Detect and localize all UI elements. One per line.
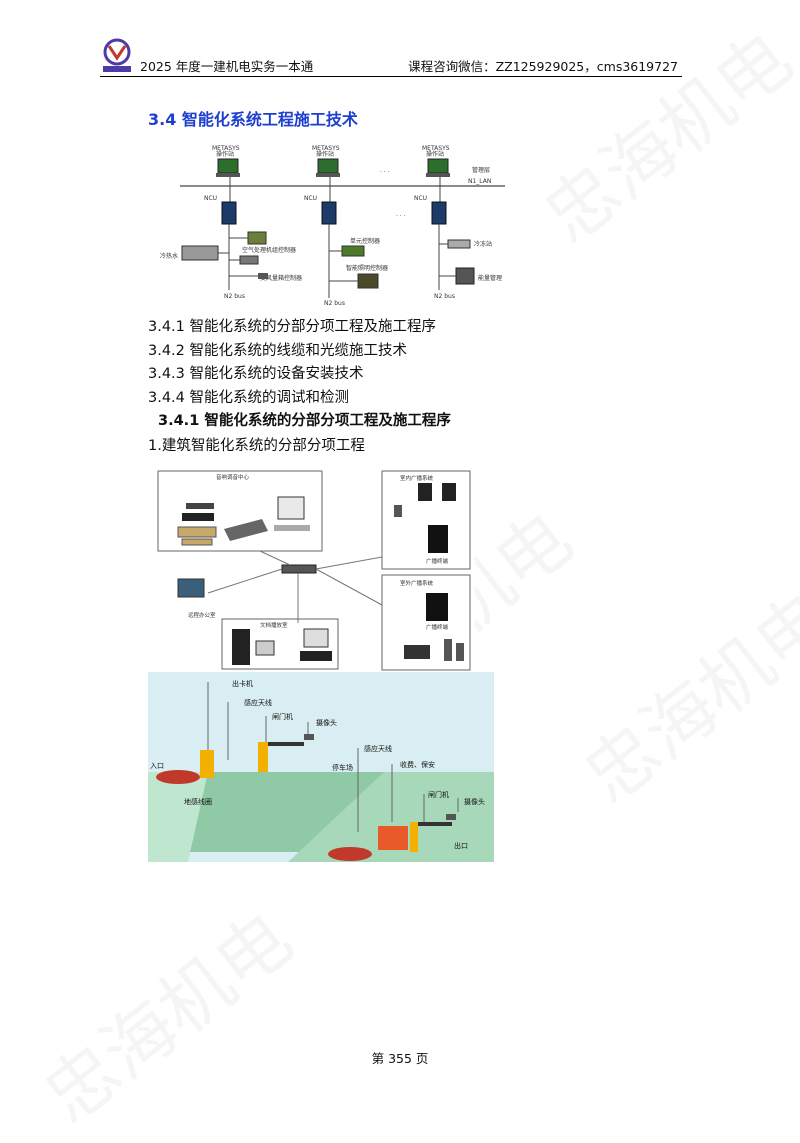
- svg-text:智能照明控制器: 智能照明控制器: [346, 264, 388, 272]
- svg-text:METASYS: METASYS: [422, 145, 450, 152]
- logo-icon: [103, 38, 131, 72]
- svg-text:NCU: NCU: [304, 195, 317, 202]
- svg-text:感应天线: 感应天线: [364, 744, 392, 753]
- svg-text:管理层: 管理层: [472, 166, 490, 174]
- page-header: 2025 年度一建机电实务一本通 课程咨询微信：ZZ125929025，cms3…: [100, 38, 682, 77]
- svg-text:· · ·: · · ·: [396, 213, 406, 220]
- list-item: 1.建筑智能化系统的分部分项工程: [148, 438, 365, 454]
- header-title: 2025 年度一建机电实务一本通: [140, 59, 314, 74]
- toc-item: 3.4.2 智能化系统的线缆和光缆施工技术: [148, 343, 408, 359]
- svg-text:能量管理: 能量管理: [478, 274, 502, 282]
- svg-text:NCU: NCU: [414, 195, 427, 202]
- section-title: 3.4 智能化系统工程施工技术: [148, 110, 358, 129]
- svg-text:收费、保安: 收费、保安: [400, 760, 435, 769]
- svg-text:N2 bus: N2 bus: [324, 300, 345, 305]
- svg-text:空气处理机组控制器: 空气处理机组控制器: [242, 246, 296, 254]
- svg-text:冷热水: 冷热水: [160, 252, 178, 260]
- svg-text:NCU: NCU: [204, 195, 217, 202]
- svg-text:室外广播系统: 室外广播系统: [400, 579, 434, 587]
- svg-text:N2 bus: N2 bus: [224, 293, 245, 300]
- toc-item: 3.4.1 智能化系统的分部分项工程及施工程序: [148, 319, 437, 335]
- svg-text:操作站: 操作站: [216, 150, 234, 158]
- svg-text:操作站: 操作站: [426, 150, 444, 158]
- svg-text:摄像头: 摄像头: [464, 797, 485, 806]
- svg-text:入口: 入口: [150, 762, 164, 770]
- svg-text:METASYS: METASYS: [312, 145, 340, 152]
- toc-item: 3.4.3 智能化系统的设备安装技术: [148, 366, 364, 382]
- svg-text:广播终端: 广播终端: [426, 623, 449, 631]
- svg-text:闸门机: 闸门机: [272, 712, 293, 721]
- svg-text:远程办公室: 远程办公室: [188, 611, 216, 619]
- broadcast-system-diagram: 音响调音中心 室内广播系统 广播终端 室外广播系统 广播终端 远程办公室 文档播…: [150, 467, 475, 672]
- svg-text:METASYS: METASYS: [212, 145, 240, 152]
- svg-text:室内广播系统: 室内广播系统: [400, 474, 434, 482]
- watermark: 忠海机电: [568, 575, 800, 820]
- svg-text:广播终端: 广播终端: [426, 557, 449, 565]
- svg-text:N2 bus: N2 bus: [434, 293, 455, 300]
- svg-text:停车场: 停车场: [332, 763, 353, 772]
- svg-text:出口: 出口: [454, 841, 468, 850]
- subsection-heading: 3.4.1 智能化系统的分部分项工程及施工程序: [158, 413, 451, 429]
- svg-text:音响调音中心: 音响调音中心: [216, 473, 250, 481]
- svg-text:地感线圈: 地感线圈: [184, 797, 212, 806]
- svg-text:单元控制器: 单元控制器: [350, 237, 380, 245]
- svg-text:N1_LAN: N1_LAN: [468, 178, 491, 185]
- header-contact: 课程咨询微信：ZZ125929025，cms3619727: [408, 59, 678, 74]
- svg-text:摄像头: 摄像头: [316, 718, 337, 727]
- watermark: 忠海机电: [28, 895, 308, 1140]
- svg-text:变风量箱控制器: 变风量箱控制器: [260, 274, 302, 282]
- svg-text:操作站: 操作站: [316, 150, 334, 158]
- svg-text:闸门机: 闸门机: [428, 790, 449, 799]
- parking-system-diagram: 出卡机 感应天线 闸门机 摄像头 入口 地感线圈 停车场 感应天线 收费、保安 …: [148, 672, 494, 862]
- svg-text:冷冻站: 冷冻站: [474, 240, 492, 248]
- svg-text:文档播放室: 文档播放室: [260, 621, 288, 629]
- svg-text:· · ·: · · ·: [380, 169, 390, 176]
- page-number: 第 355 页: [371, 1051, 429, 1066]
- svg-text:出卡机: 出卡机: [232, 679, 253, 688]
- toc-item: 3.4.4 智能化系统的调试和检测: [148, 390, 350, 406]
- svg-text:感应天线: 感应天线: [244, 698, 272, 707]
